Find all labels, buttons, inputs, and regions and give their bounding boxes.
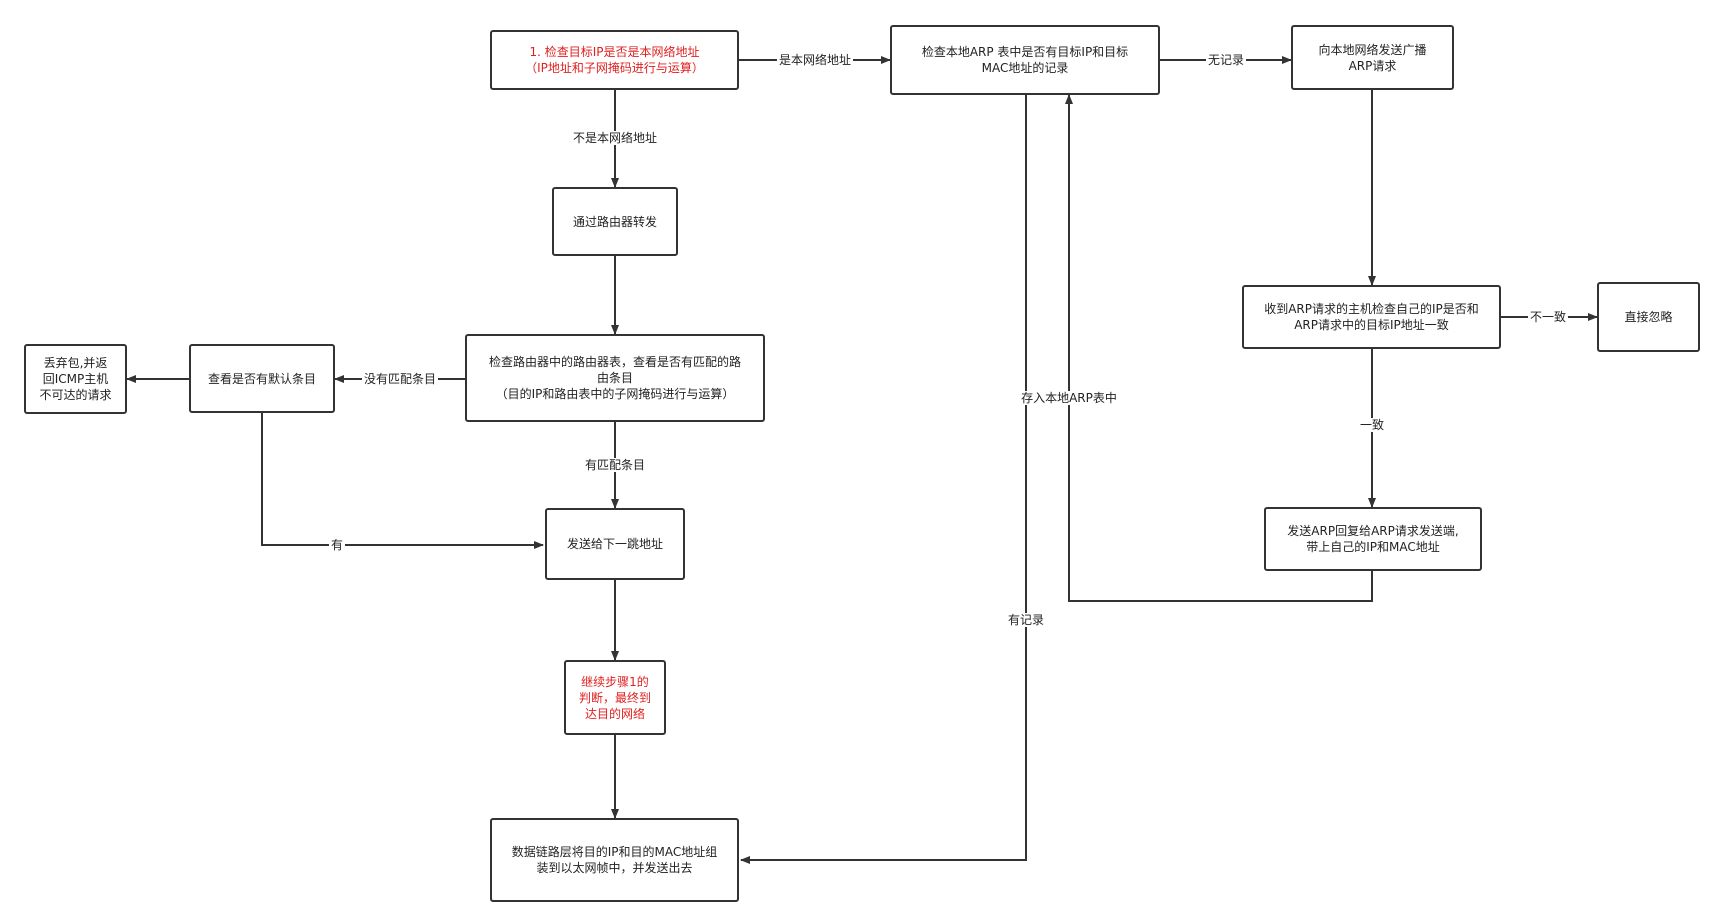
node-drop-packet-icmp: 丢弃包,并返 回ICMP主机 不可达的请求 bbox=[24, 344, 127, 414]
node-continue-step-1: 继续步骤1的 判断，最终到 达目的网络 bbox=[564, 660, 666, 735]
node-send-arp-broadcast: 向本地网络发送广播 ARP请求 bbox=[1291, 25, 1454, 90]
edge-label-no-record: 无记录 bbox=[1205, 53, 1247, 67]
node-check-local-arp-table: 检查本地ARP 表中是否有目标IP和目标 MAC地址的记录 bbox=[890, 25, 1160, 95]
node-data-link-layer: 数据链路层将目的IP和目的MAC地址组 装到以太网帧中，并发送出去 bbox=[490, 818, 739, 902]
edge-label-not-local: 不是本网络地址 bbox=[570, 131, 660, 145]
edge-label-mismatch: 不一致 bbox=[1527, 310, 1569, 324]
edge-label-has-record: 有记录 bbox=[1005, 613, 1047, 627]
edge-label-has-match: 有匹配条目 bbox=[582, 458, 648, 472]
edge-label-match: 一致 bbox=[1357, 418, 1387, 432]
node-host-check-ip: 收到ARP请求的主机检查自己的IP是否和 ARP请求中的目标IP地址一致 bbox=[1242, 285, 1501, 349]
node-check-default-entry: 查看是否有默认条目 bbox=[189, 344, 335, 413]
edge-label-is-local: 是本网络地址 bbox=[776, 53, 854, 67]
edge-has-record bbox=[740, 95, 1027, 864]
node-check-target-ip: 1. 检查目标IP是否是本网络地址 （IP地址和子网掩码进行与运算） bbox=[490, 30, 739, 90]
node-send-arp-reply: 发送ARP回复给ARP请求发送端, 带上自己的IP和MAC地址 bbox=[1264, 507, 1482, 571]
edge-label-store-arp: 存入本地ARP表中 bbox=[1019, 391, 1119, 405]
edge-has-default bbox=[261, 413, 544, 549]
edge-label-no-match: 没有匹配条目 bbox=[361, 372, 439, 386]
node-check-routing-table: 检查路由器中的路由器表，查看是否有匹配的路 由条目 （目的IP和路由表中的子网掩… bbox=[465, 334, 765, 422]
node-send-to-next-hop: 发送给下一跳地址 bbox=[545, 508, 685, 580]
edge-label-has-default: 有 bbox=[328, 538, 346, 552]
node-ignore: 直接忽略 bbox=[1597, 282, 1700, 352]
node-forward-via-router: 通过路由器转发 bbox=[552, 187, 678, 256]
edge-store-arp bbox=[1065, 94, 1373, 602]
